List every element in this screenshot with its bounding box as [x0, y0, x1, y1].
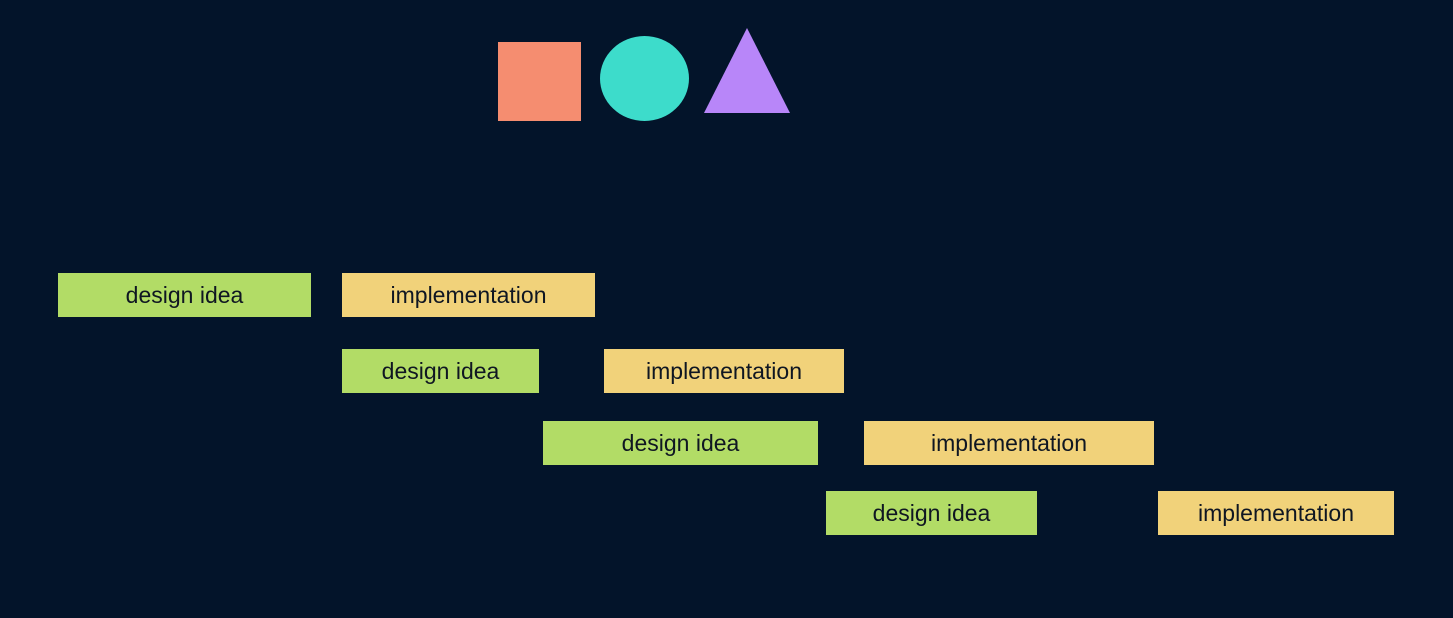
implementation-box-2: implementation: [604, 349, 844, 393]
design-idea-box-4: design idea: [826, 491, 1037, 535]
implementation-box-1: implementation: [342, 273, 595, 317]
implementation-box-3: implementation: [864, 421, 1154, 465]
design-idea-box-3: design idea: [543, 421, 818, 465]
design-idea-box-1: design idea: [58, 273, 311, 317]
implementation-box-4: implementation: [1158, 491, 1394, 535]
square-icon: [498, 42, 581, 121]
triangle-icon: [704, 28, 790, 113]
design-idea-box-2: design idea: [342, 349, 539, 393]
circle-icon: [600, 36, 689, 121]
